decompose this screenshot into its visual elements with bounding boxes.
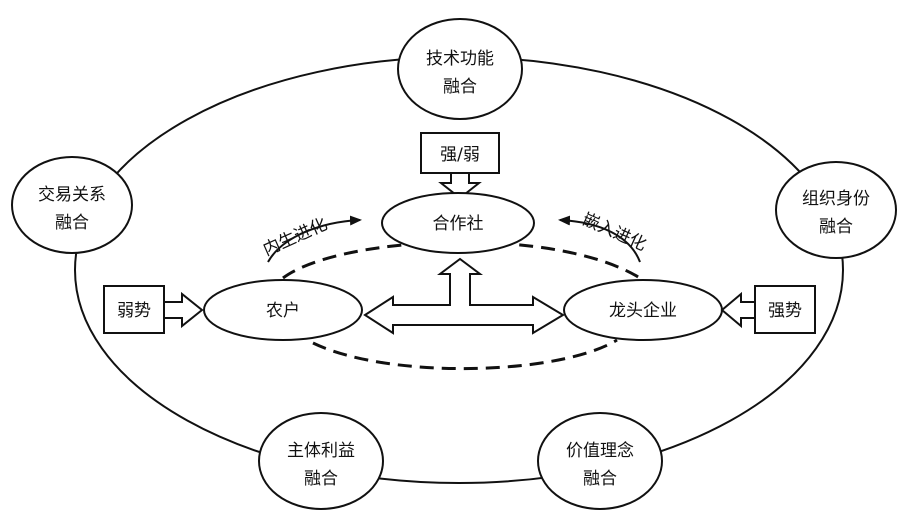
strength-box-top-label: 强/弱: [440, 145, 480, 165]
outer-node-right-line1: 组织身份: [802, 189, 870, 209]
embedded-evolution-arrow: [558, 215, 641, 263]
outer-node-top-line1: 技术功能: [426, 49, 494, 69]
strength-down-arrow: [438, 172, 482, 200]
leading-enterprise-node: 龙头企业: [563, 279, 723, 341]
outer-node-right-line2: 融合: [819, 217, 853, 237]
strong-box-label: 强势: [768, 301, 802, 321]
strong-box: 强势: [720, 285, 816, 334]
cooperative-label: 合作社: [433, 214, 484, 234]
weak-box-label: 弱势: [117, 301, 151, 321]
three-way-block-arrow: [363, 257, 565, 335]
endogenous-evolution-arrow: [267, 215, 362, 263]
outer-node-bottom-left: 主体利益 融合: [258, 412, 384, 510]
endogenous-evolution-label: 内生进化: [260, 214, 330, 260]
outer-node-top-line2: 融合: [443, 77, 477, 97]
strong-left-arrow: [720, 291, 756, 329]
outer-node-left: 交易关系 融合: [11, 156, 133, 254]
outer-node-bottom-left-line2: 融合: [304, 469, 338, 489]
cooperative-node: 合作社: [381, 192, 535, 254]
outer-node-bottom-left-line1: 主体利益: [287, 441, 355, 461]
outer-node-top: 技术功能 融合: [397, 18, 523, 120]
farmer-node: 农户: [203, 279, 363, 341]
outer-node-bottom-right-line2: 融合: [583, 469, 617, 489]
outer-node-bottom-right: 价值理念 融合: [537, 412, 663, 510]
embedded-evolution-label: 嵌入进化: [579, 209, 649, 255]
outer-node-bottom-right-line1: 价值理念: [566, 440, 634, 461]
strength-box-top: 强/弱: [420, 132, 500, 200]
outer-node-left-line1: 交易关系: [38, 185, 106, 205]
weak-right-arrow: [163, 291, 204, 329]
outer-node-left-line2: 融合: [55, 213, 89, 233]
leading-enterprise-label: 龙头企业: [609, 301, 677, 321]
weak-box: 弱势: [103, 285, 204, 334]
farmer-label: 农户: [266, 301, 300, 321]
outer-node-right: 组织身份 融合: [775, 161, 897, 259]
dashed-ring-bottom: [312, 338, 618, 370]
